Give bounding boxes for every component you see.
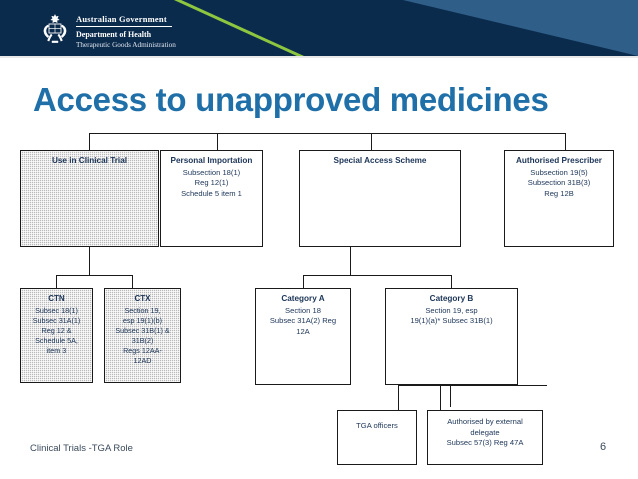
connector-drop-ctx bbox=[132, 275, 133, 288]
slide-header: Australian Government Department of Heal… bbox=[0, 0, 638, 56]
node-heading: Personal Importation bbox=[170, 156, 253, 165]
node-personal-importation[interactable]: Personal Importation Subsection 18(1) Re… bbox=[160, 150, 263, 247]
node-ctn[interactable]: CTN Subsec 18(1) Subsec 31A(1) Reg 12 & … bbox=[20, 288, 93, 383]
node-detail: Section 18 Subsec 31A(2) Reg 12A bbox=[269, 305, 337, 336]
tga-logo-text: Australian Government Department of Heal… bbox=[76, 14, 176, 51]
footer-label: Clinical Trials -TGA Role bbox=[30, 443, 133, 454]
node-category-a[interactable]: Category A Section 18 Subsec 31A(2) Reg … bbox=[255, 288, 351, 385]
node-heading: Use in Clinical Trial bbox=[51, 156, 128, 165]
connector-drop-category-a bbox=[303, 275, 304, 288]
connector-sas-bus bbox=[303, 275, 451, 276]
node-detail: Authorised by external delegate Subsec 5… bbox=[446, 417, 524, 447]
connector-drop-personal-importation bbox=[217, 133, 218, 150]
connector-drop-ctn bbox=[56, 275, 57, 288]
connector-category-b-bus bbox=[398, 385, 547, 386]
connector-drop-category-b bbox=[451, 275, 452, 288]
brand-therapeutic-goods-administration: Therapeutic Goods Administration bbox=[76, 41, 176, 49]
node-heading: CTN bbox=[48, 294, 65, 303]
connector-drop-external-delegate bbox=[440, 385, 441, 410]
connector-drop-clinical-trial bbox=[89, 133, 90, 150]
brand-australian-government: Australian Government bbox=[76, 14, 167, 24]
connector-category-b-stem bbox=[450, 385, 451, 407]
node-special-access-scheme[interactable]: Special Access Scheme bbox=[299, 150, 461, 247]
connector-drop-authorised-prescriber bbox=[565, 133, 566, 150]
node-heading: Special Access Scheme bbox=[333, 156, 427, 165]
node-authorised-external-delegate[interactable]: Authorised by external delegate Subsec 5… bbox=[427, 410, 543, 465]
header-triangle-decoration bbox=[403, 0, 638, 56]
node-detail: Subsec 18(1) Subsec 31A(1) Reg 12 & Sche… bbox=[32, 305, 81, 355]
node-heading: Category A bbox=[281, 294, 325, 303]
node-heading: Authorised Prescriber bbox=[516, 156, 602, 165]
node-detail: Section 19, esp 19(1)(b) Subsec 31B(1) &… bbox=[115, 305, 170, 365]
connector-sas-stem bbox=[350, 247, 351, 275]
page-number: 6 bbox=[600, 441, 607, 453]
node-detail: Section 19, esp 19(1)(a)* Subsec 31B(1) bbox=[410, 305, 493, 326]
node-tga-officers[interactable]: TGA officers bbox=[337, 410, 417, 465]
node-ctx[interactable]: CTX Section 19, esp 19(1)(b) Subsec 31B(… bbox=[104, 288, 181, 383]
node-detail: TGA officers bbox=[356, 421, 398, 430]
brand-department-of-health: Department of Health bbox=[76, 30, 152, 39]
node-use-in-clinical-trial[interactable]: Use in Clinical Trial bbox=[20, 150, 159, 247]
header-bottom-rule bbox=[0, 56, 638, 58]
node-heading: Category B bbox=[429, 294, 474, 303]
australian-coat-of-arms-icon bbox=[43, 13, 67, 43]
node-heading: CTX bbox=[134, 294, 151, 303]
node-category-b[interactable]: Category B Section 19, esp 19(1)(a)* Sub… bbox=[385, 288, 518, 385]
connector-clinical-trial-bus bbox=[56, 275, 132, 276]
brand-divider bbox=[76, 26, 172, 27]
connector-drop-tga-officers bbox=[398, 385, 399, 410]
connector-top-bus bbox=[89, 133, 566, 134]
connector-drop-special-access bbox=[371, 133, 372, 150]
page-title: Access to unapproved medicines bbox=[33, 81, 549, 118]
node-authorised-prescriber[interactable]: Authorised Prescriber Subsection 19(5) S… bbox=[504, 150, 614, 247]
node-detail: Subsection 18(1) Reg 12(1) Schedule 5 it… bbox=[181, 167, 242, 198]
node-detail: Subsection 19(5) Subsection 31B(3) Reg 1… bbox=[527, 167, 591, 198]
connector-clinical-trial-stem bbox=[89, 247, 90, 275]
